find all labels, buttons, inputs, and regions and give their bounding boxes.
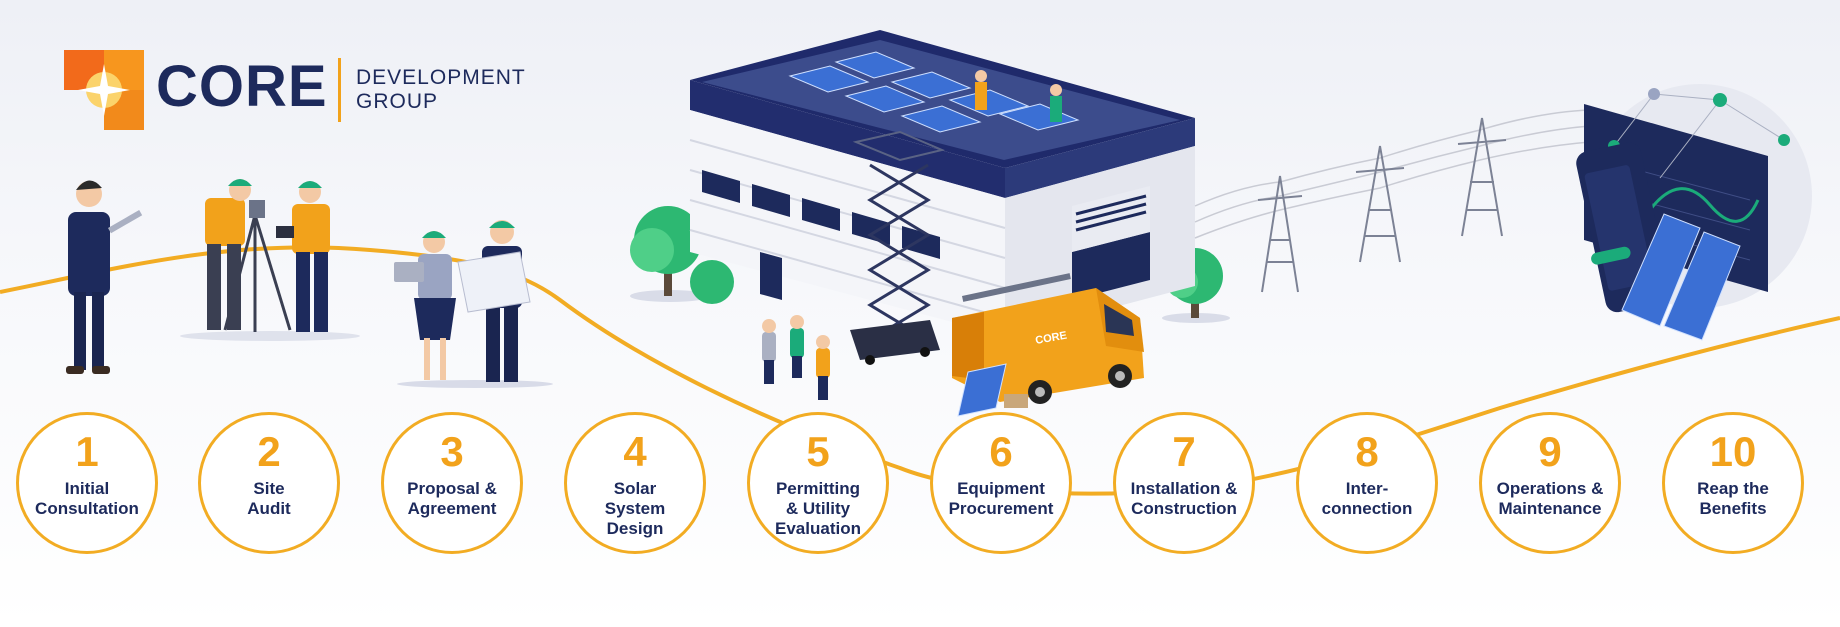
service-van bbox=[952, 273, 1144, 417]
logo-subtitle: DEVELOPMENT GROUP bbox=[356, 66, 526, 113]
commercial-building bbox=[689, 30, 1195, 336]
consultant-figure bbox=[66, 180, 143, 374]
logo-wordmark: CORE bbox=[156, 54, 328, 119]
step-label: Initial Consultation bbox=[35, 479, 139, 518]
proposal-figures bbox=[394, 220, 553, 388]
step-number: 8 bbox=[1355, 428, 1379, 475]
step-1: 1 Initial Consultation bbox=[16, 412, 158, 554]
step-label: Inter- connection bbox=[1321, 479, 1413, 518]
step-9: 9 Operations & Maintenance bbox=[1479, 412, 1621, 554]
step-4: 4 Solar System Design bbox=[564, 412, 706, 554]
step-number: 10 bbox=[1709, 428, 1757, 475]
step-10: 10 Reap the Benefits bbox=[1662, 412, 1804, 554]
step-6: 6 Equipment Procurement bbox=[930, 412, 1072, 554]
step-label: Permitting & Utility Evaluation bbox=[775, 479, 861, 538]
step-8: 8 Inter- connection bbox=[1296, 412, 1438, 554]
step-2: 2 Site Audit bbox=[198, 412, 340, 554]
step-number: 9 bbox=[1538, 428, 1562, 475]
surveyor-figures bbox=[180, 179, 360, 341]
step-number: 6 bbox=[989, 428, 1013, 475]
step-label: Reap the Benefits bbox=[1697, 479, 1769, 518]
monitoring-dashboard bbox=[1576, 84, 1812, 341]
step-number: 3 bbox=[440, 428, 464, 475]
step-label: Proposal & Agreement bbox=[407, 479, 497, 518]
step-label: Operations & Maintenance bbox=[1496, 479, 1604, 518]
process-path bbox=[0, 245, 1840, 496]
step-7: 7 Installation & Construction bbox=[1113, 412, 1255, 554]
site-workers bbox=[762, 315, 830, 400]
step-number: 5 bbox=[806, 428, 830, 475]
step-label: Solar System Design bbox=[604, 479, 666, 538]
step-5: 5 Permitting & Utility Evaluation bbox=[747, 412, 889, 554]
step-number: 2 bbox=[257, 428, 281, 475]
step-3: 3 Proposal & Agreement bbox=[381, 412, 523, 554]
step-number: 4 bbox=[623, 428, 647, 475]
scissor-lift bbox=[850, 130, 946, 365]
logo-divider bbox=[338, 58, 341, 122]
step-number: 1 bbox=[75, 428, 99, 475]
step-number: 7 bbox=[1172, 428, 1196, 475]
step-label: Equipment Procurement bbox=[948, 479, 1054, 518]
step-label: Installation & Construction bbox=[1130, 479, 1238, 518]
rooftop-solar-panels bbox=[788, 51, 1080, 133]
van-logo-text: CORE bbox=[1034, 330, 1067, 347]
step-label: Site Audit bbox=[247, 479, 291, 518]
power-transmission bbox=[1194, 109, 1591, 293]
core-logo-mark bbox=[64, 50, 144, 130]
